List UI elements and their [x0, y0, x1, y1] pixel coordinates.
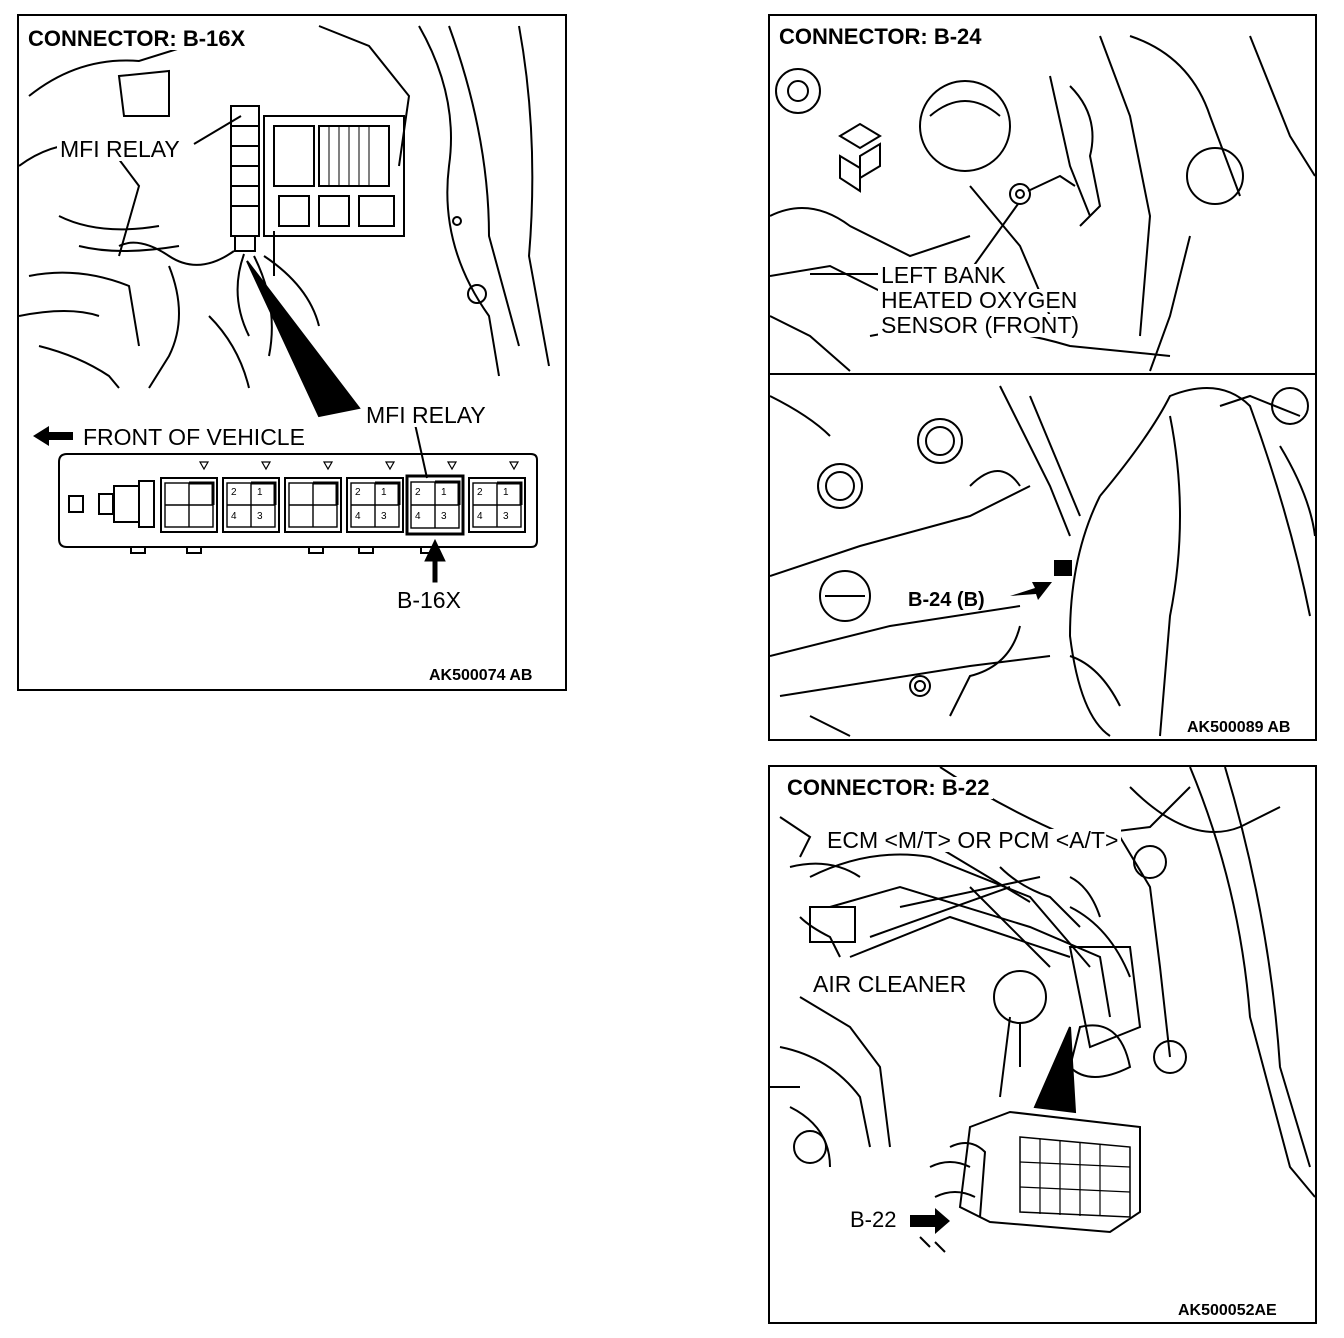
pin-1: 1: [441, 487, 447, 498]
panel-connector-b24: CONNECTOR: B-24 LEFT BANK HEATED OXYGEN …: [768, 14, 1317, 741]
pin-4: 4: [415, 511, 421, 522]
pin-3: 3: [441, 511, 447, 522]
figure-code-b22: AK500052AE: [1178, 1302, 1277, 1319]
b22-illustration: [770, 767, 1315, 1253]
pin-1: 1: [381, 487, 387, 498]
figure-code-b16x: AK500074 AB: [429, 667, 533, 684]
pin-2: 2: [231, 487, 237, 498]
pin-3: 3: [503, 511, 509, 522]
pin-3: 3: [381, 511, 387, 522]
pin-2: 2: [355, 487, 361, 498]
label-sensor-line3: SENSOR (FRONT): [878, 314, 1083, 337]
label-mfi-relay-top: MFI RELAY: [57, 138, 183, 161]
pin-4: 4: [231, 511, 237, 522]
pin-4: 4: [355, 511, 361, 522]
panel-title-b24: CONNECTOR: B-24: [776, 26, 985, 48]
pin-1: 1: [257, 487, 263, 498]
panel-connector-b16x: CONNECTOR: B-16X MFI RELAY MFI RELAY FRO…: [17, 14, 567, 691]
label-sensor-line2: HEATED OXYGEN: [878, 289, 1081, 312]
label-connector-b22: B-22: [850, 1207, 897, 1232]
label-ecm-pcm: ECM <M/T> OR PCM <A/T>: [824, 829, 1122, 852]
figure-code-b24: AK500089 AB: [1184, 720, 1294, 736]
panel-title-b22: CONNECTOR: B-22: [784, 777, 993, 799]
pin-4: 4: [477, 511, 483, 522]
pin-1: 1: [503, 487, 509, 498]
b16x-illustration: [19, 25, 550, 583]
label-sensor-line1: LEFT BANK: [878, 264, 1009, 287]
label-connector-b24: B-24 (B): [905, 590, 988, 610]
label-front-of-vehicle: FRONT OF VEHICLE: [83, 424, 305, 450]
pin-3: 3: [257, 511, 263, 522]
label-connector-b16x: B-16X: [397, 587, 461, 613]
pin-2: 2: [477, 487, 483, 498]
panel-connector-b22: CONNECTOR: B-22 ECM <M/T> OR PCM <A/T> A…: [768, 765, 1317, 1324]
label-mfi-relay-mid: MFI RELAY: [363, 404, 489, 427]
panel-title-b16x: CONNECTOR: B-16X: [25, 28, 249, 50]
b24-illustration: [770, 35, 1315, 737]
pin-2: 2: [415, 487, 421, 498]
label-air-cleaner: AIR CLEANER: [810, 973, 970, 996]
